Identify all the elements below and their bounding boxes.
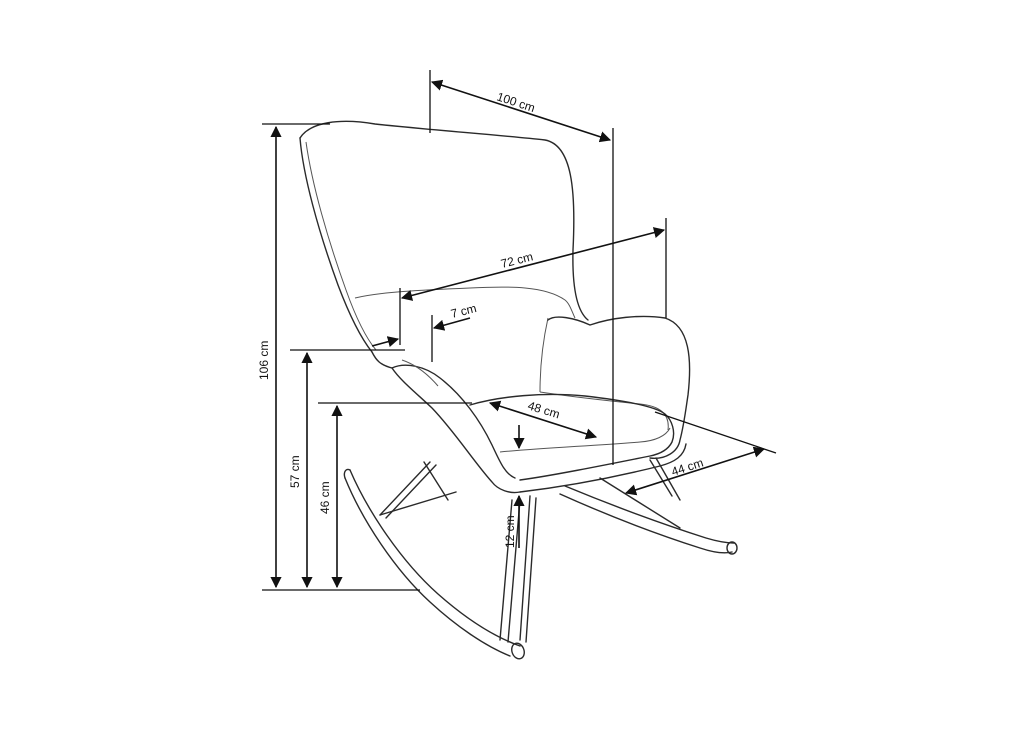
label-seat-thickness: 12 cm — [503, 515, 517, 548]
dimension-lines — [262, 70, 777, 591]
label-total-height: 106 cm — [257, 341, 271, 380]
label-width: 100 cm — [495, 90, 537, 115]
label-armrest-height: 57 cm — [288, 455, 302, 488]
chair-outline — [299, 120, 691, 494]
label-seat-width: 48 cm — [526, 398, 561, 421]
rocker-base — [343, 457, 738, 660]
label-seat-height: 46 cm — [318, 481, 332, 514]
label-armrest: 7 cm — [449, 301, 478, 321]
label-seat-depth: 44 cm — [670, 455, 705, 478]
dimension-labels: 100 cm 72 cm 7 cm 48 cm 44 cm 12 cm 106 … — [257, 90, 705, 548]
